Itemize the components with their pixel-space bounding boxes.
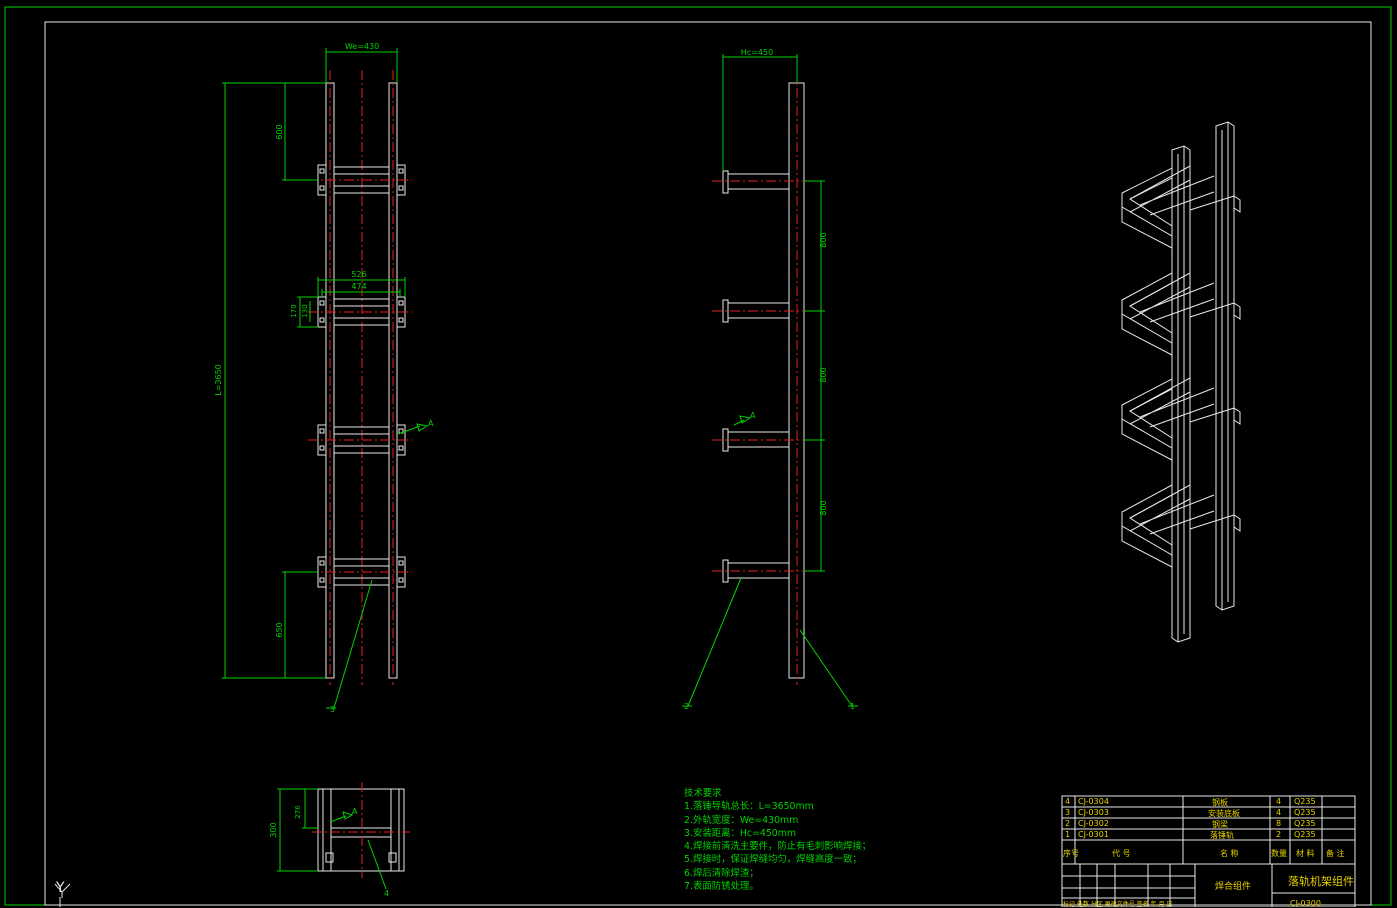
note-line: 7.表面防锈处理。	[684, 881, 759, 893]
bom-qty: 2	[1276, 830, 1282, 839]
bom-mat: Q235	[1294, 830, 1316, 839]
dim-474: 474	[351, 282, 366, 291]
dim-800-a: 800	[819, 232, 828, 247]
bom-mat: Q235	[1294, 808, 1316, 817]
side-arm-3	[712, 428, 810, 452]
iso-arm-4	[1121, 484, 1235, 568]
notes-title: 技术要求	[684, 788, 722, 799]
bom-name: 钢梁	[1212, 820, 1228, 829]
ucs-axis-y: Y	[56, 880, 65, 896]
drawing-title: 落轨机架组件	[1288, 875, 1354, 888]
dim-276: 276	[294, 805, 302, 819]
crossbar-4	[308, 556, 412, 588]
side-dimensions	[722, 54, 825, 572]
outer-border	[4, 6, 1392, 906]
bom-header-code: 代 号	[1112, 849, 1131, 858]
bom-header-no: 序号	[1063, 849, 1079, 858]
note-line: 6.焊后清除焊渣；	[684, 867, 759, 879]
part-label-3: 3	[330, 705, 335, 714]
inner-border	[44, 21, 1372, 906]
crossbar-2	[308, 296, 412, 328]
bom-header-name: 名 称	[1220, 849, 1239, 858]
bom-code: CJ-0302	[1078, 819, 1109, 828]
part-label-4: 4	[384, 889, 389, 898]
bom-qty: 8	[1276, 819, 1282, 828]
drawing-code: CJ-0300	[1290, 899, 1321, 907]
dim-300: 300	[269, 822, 278, 837]
note-line: 5.焊接时，保证焊缝均匀，焊缝高度一致；	[684, 854, 862, 866]
bom-no: 2	[1065, 819, 1071, 828]
note-line: 3.安装距离：Hc=450mm	[684, 827, 797, 839]
bom-name: 落锤轨	[1210, 831, 1234, 840]
leader-4	[367, 839, 387, 890]
leader-3	[333, 579, 373, 709]
bom-name: 安装底板	[1208, 809, 1240, 818]
bom-no: 4	[1065, 797, 1071, 806]
dim-length: L=3650	[214, 364, 223, 396]
iso-arm-2	[1121, 272, 1235, 356]
dim-526: 526	[351, 270, 366, 279]
side-arm-1	[712, 170, 810, 194]
bom-no: 1	[1065, 830, 1071, 839]
bom-qty: 4	[1276, 808, 1282, 817]
dim-600: 600	[275, 124, 284, 139]
bom-mat: Q235	[1294, 819, 1316, 828]
bom-qty: 4	[1276, 797, 1282, 806]
view-label-a-side: A	[750, 411, 756, 420]
leader-2	[687, 577, 742, 707]
view-marker-front	[397, 423, 429, 435]
side-arm-4	[712, 559, 810, 583]
isometric-view	[1121, 121, 1241, 643]
bom-code: CJ-0303	[1078, 808, 1109, 817]
dim-800-c: 800	[819, 500, 828, 515]
part-label-2: 2	[684, 702, 689, 711]
bom-no: 3	[1065, 808, 1071, 817]
bom-mat: Q235	[1294, 797, 1316, 806]
crossbar-3	[308, 424, 412, 456]
side-arm-2	[712, 299, 810, 323]
view-label-a-front: A	[428, 419, 434, 428]
bom-code: CJ-0304	[1078, 797, 1109, 806]
bom-header-mat: 材 料	[1296, 849, 1315, 858]
view-marker-side	[733, 415, 752, 426]
technical-notes: 技术要求 1.落锤导轨总长：L=3650mm 2.外轨宽度：We=430mm 3…	[684, 787, 871, 893]
leader-1	[799, 629, 853, 707]
ucs-icon	[54, 883, 71, 907]
front-view: We=430 L=3650 600 650 526 474 170 130 A …	[214, 42, 434, 714]
bom-header-qty: 数量	[1271, 849, 1287, 858]
dim-650: 650	[275, 622, 284, 637]
bom-grid	[1061, 795, 1356, 907]
note-line: 4.焊接前清洗主要件，防止有毛刺影响焊接；	[684, 841, 872, 853]
assembly-label: 焊合组件	[1215, 882, 1252, 892]
dim-130: 130	[301, 304, 309, 317]
side-view: Hc=450 800 800 800 A 2 1	[682, 48, 858, 711]
note-line: 2.外轨宽度：We=430mm	[684, 814, 799, 826]
dim-800-b: 800	[819, 367, 828, 382]
bom-code: CJ-0301	[1078, 830, 1109, 839]
iso-arm-3	[1121, 377, 1235, 461]
iso-arm-1	[1121, 165, 1235, 249]
bom-name: 钢板	[1212, 798, 1228, 807]
section-view: 300 276 A 4	[269, 782, 410, 898]
dim-we: We=430	[345, 42, 379, 51]
crossbar-1	[308, 164, 412, 196]
dim-hc: Hc=450	[741, 48, 773, 57]
bom-header-note: 备 注	[1326, 849, 1345, 858]
dim-170: 170	[290, 304, 298, 317]
view-label-a-section: A	[352, 807, 358, 816]
part-label-1: 1	[850, 702, 855, 711]
front-dimensions	[222, 48, 406, 679]
revision-labels: 标记 处数 分区 更改文件号 签名 年 月 日	[1063, 901, 1173, 908]
note-line: 1.落锤导轨总长：L=3650mm	[684, 801, 814, 813]
